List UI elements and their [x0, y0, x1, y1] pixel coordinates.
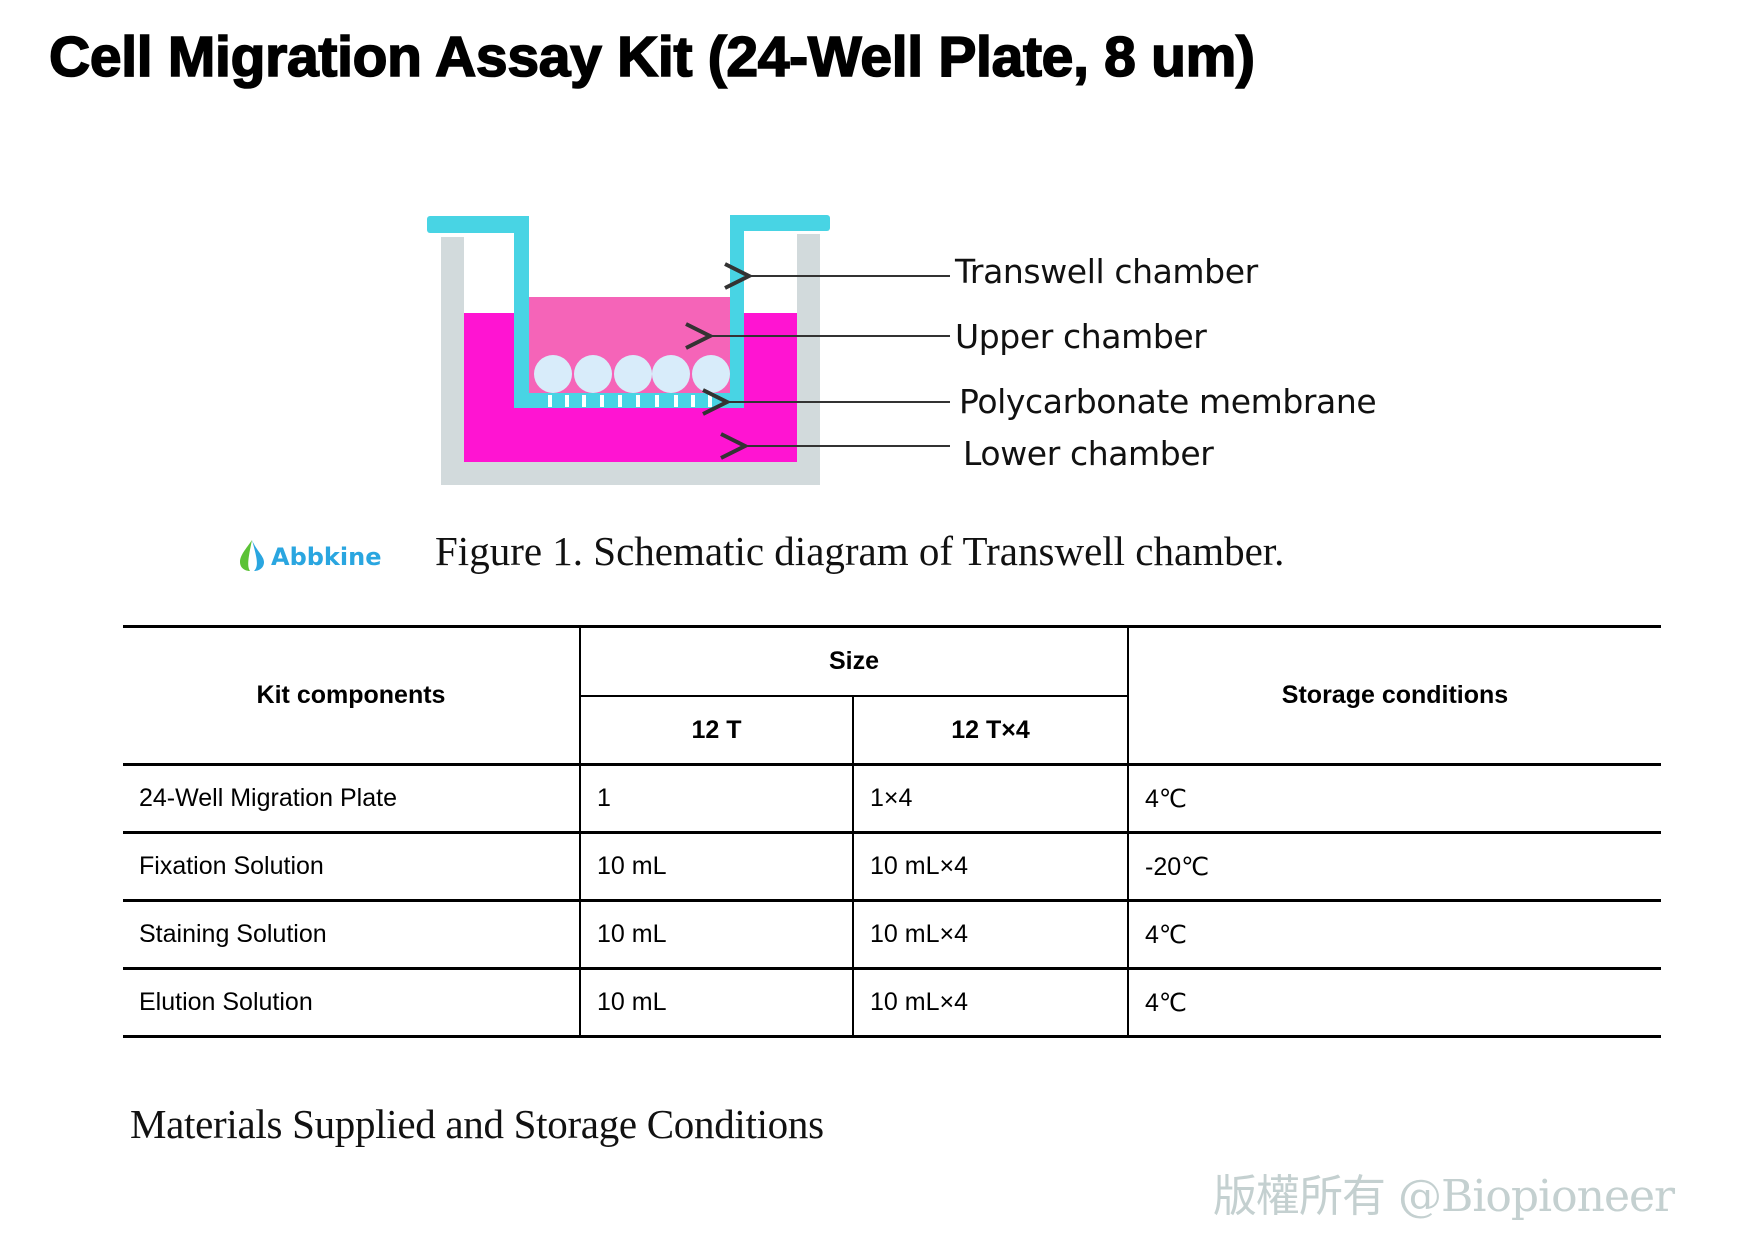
table-row: Fixation Solution 10 mL 10 mL×4 -20℃: [123, 832, 1661, 902]
abbkine-logo: Abbkine: [240, 540, 381, 571]
leader-arrows: [712, 276, 950, 446]
cell-storage: -20℃: [1127, 832, 1661, 902]
header-size: Size: [579, 625, 1128, 697]
figure-caption: Figure 1. Schematic diagram of Transwell…: [435, 528, 1285, 574]
page-title: Cell Migration Assay Kit (24-Well Plate,…: [48, 24, 1256, 90]
cell-component: Elution Solution: [123, 968, 580, 1038]
cell-storage: 4℃: [1127, 968, 1661, 1038]
header-storage-conditions: Storage conditions: [1127, 625, 1661, 766]
kit-components-table: Kit components Size Storage conditions 1…: [123, 625, 1661, 1038]
table-row: Elution Solution 10 mL 10 mL×4 4℃: [123, 968, 1661, 1038]
cell-size-12t: 10 mL: [579, 968, 853, 1038]
label-polycarbonate-membrane: Polycarbonate membrane: [959, 382, 1377, 421]
cell-size-12t: 10 mL: [579, 832, 853, 902]
cell-size-12t: 10 mL: [579, 900, 853, 970]
cell-size-12tx4: 10 mL×4: [852, 900, 1128, 970]
table-row: Staining Solution 10 mL 10 mL×4 4℃: [123, 900, 1661, 970]
transwell-insert: [427, 215, 830, 408]
logo-text: Abbkine: [271, 543, 381, 571]
cell-size-12tx4: 10 mL×4: [852, 832, 1128, 902]
droplet-icon: [240, 540, 264, 571]
cells: [534, 355, 730, 393]
table-caption: Materials Supplied and Storage Condition…: [130, 1101, 824, 1147]
cell-component: Staining Solution: [123, 900, 580, 970]
cell-size-12tx4: 10 mL×4: [852, 968, 1128, 1038]
copyright-watermark: 版權所有 @Biopioneer: [1213, 1171, 1675, 1222]
transwell-diagram: [427, 215, 950, 485]
cell-size-12tx4: 1×4: [852, 764, 1128, 834]
label-lower-chamber: Lower chamber: [963, 434, 1214, 473]
cell-component: Fixation Solution: [123, 832, 580, 902]
cell-storage: 4℃: [1127, 900, 1661, 970]
cell-size-12t: 1: [579, 764, 853, 834]
header-size-12tx4: 12 T×4: [852, 696, 1128, 766]
outer-well: [441, 234, 820, 485]
label-upper-chamber: Upper chamber: [955, 317, 1207, 356]
cell-component: 24-Well Migration Plate: [123, 764, 580, 834]
label-transwell-chamber: Transwell chamber: [955, 252, 1258, 291]
header-kit-components: Kit components: [123, 625, 580, 766]
cell-storage: 4℃: [1127, 764, 1661, 834]
table-row: 24-Well Migration Plate 1 1×4 4℃: [123, 764, 1661, 834]
header-size-12t: 12 T: [579, 696, 853, 766]
